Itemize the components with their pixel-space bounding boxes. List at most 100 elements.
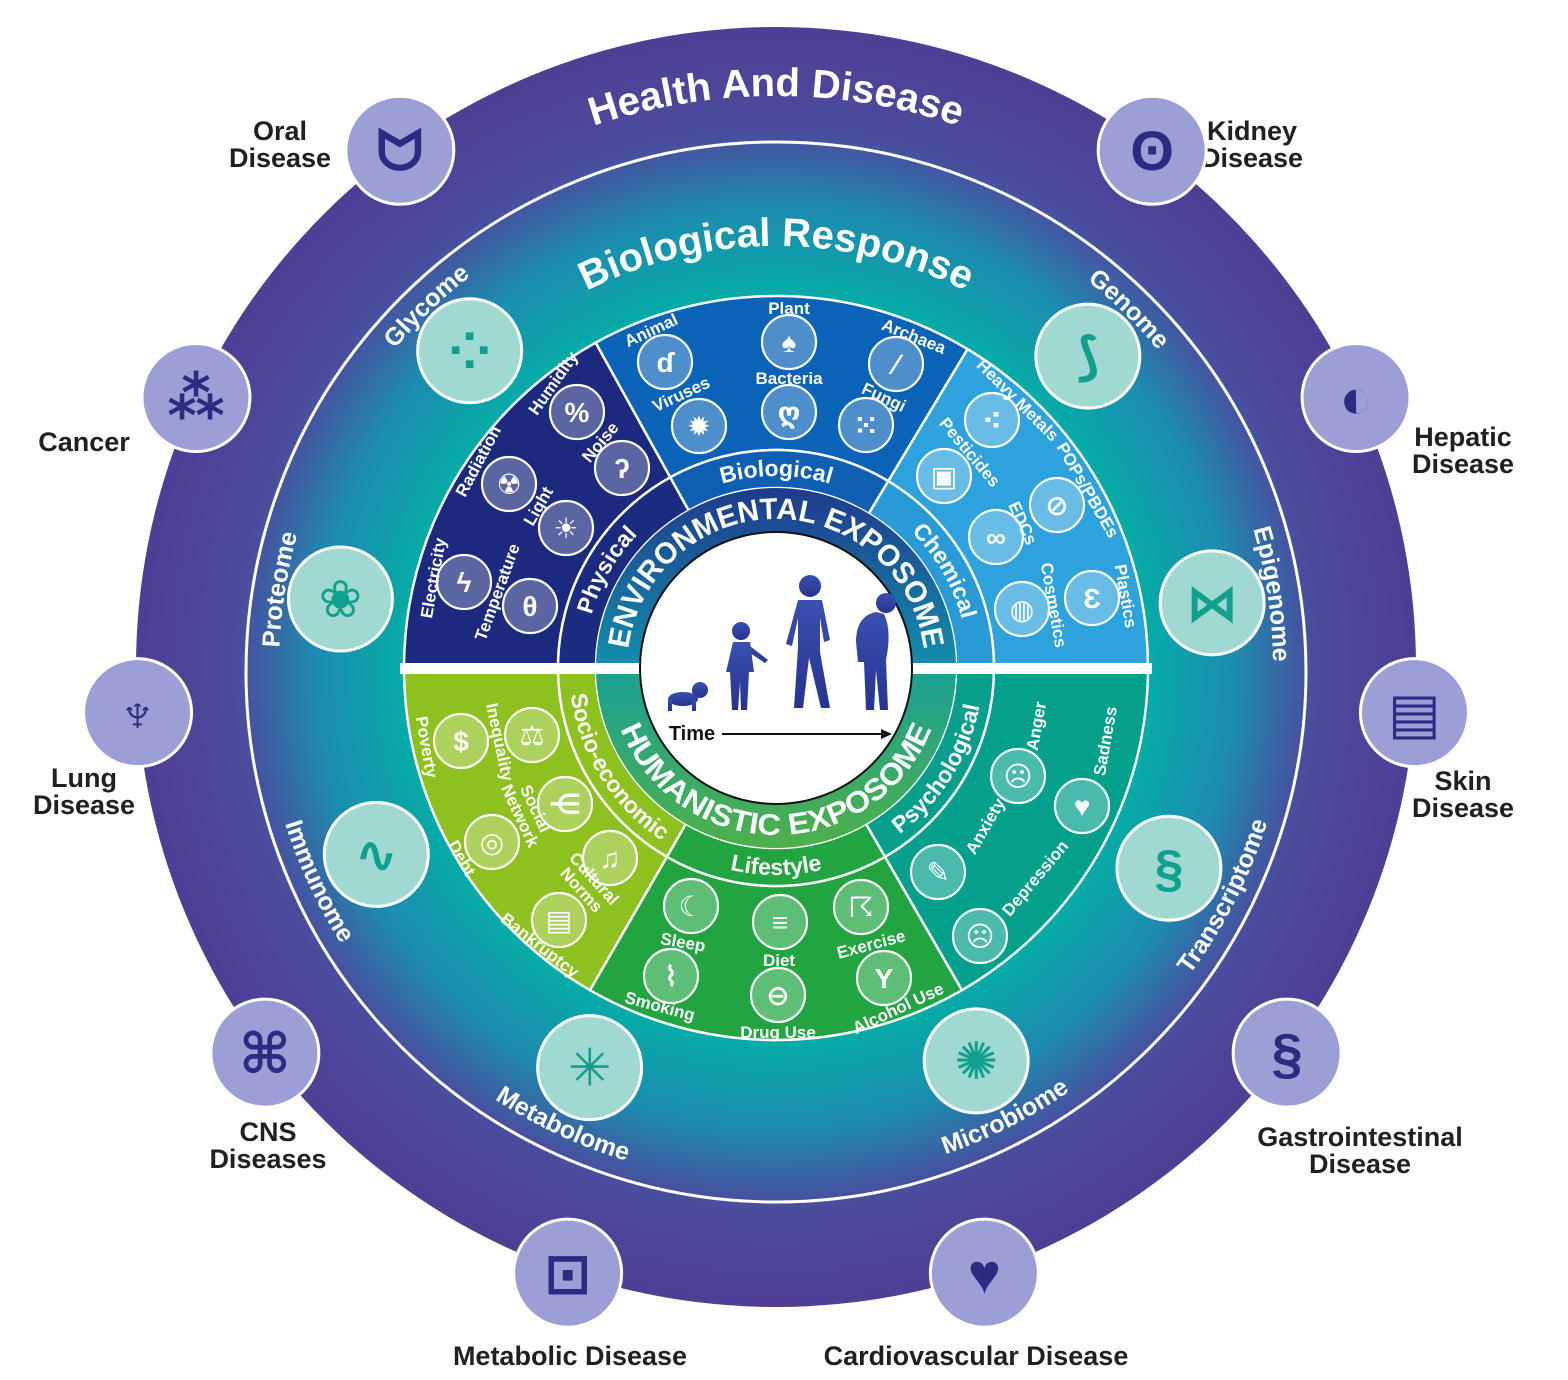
heart-icon: ♥ xyxy=(928,1217,1040,1329)
broken-heart-icon: ♥ xyxy=(1053,777,1111,835)
baby-silhouette xyxy=(668,682,708,711)
burger-icon: ≡ xyxy=(751,893,809,951)
svg-text:θ: θ xyxy=(522,591,537,622)
svg-text:⚖: ⚖ xyxy=(519,720,544,751)
lungs-icon: ♆ xyxy=(82,657,194,769)
svg-text:$: $ xyxy=(453,726,469,757)
cosmetics-icon: ◍ xyxy=(993,580,1051,638)
glucose-meter-icon: ⊡ xyxy=(512,1217,624,1329)
disease-label-line: Oral xyxy=(253,116,307,146)
disease-label-line: Kidney xyxy=(1207,116,1297,146)
virus-icon: ✹ xyxy=(670,397,728,455)
svg-text:Y: Y xyxy=(875,963,894,994)
disease-label-line: Disease xyxy=(1201,143,1303,173)
ear-icon: ʔ xyxy=(593,439,651,497)
svg-text:⁂: ⁂ xyxy=(167,367,224,430)
archaea-icon: ∕ xyxy=(867,335,925,393)
pesticide-icon: ▣ xyxy=(915,447,973,505)
angry-face-icon: ☹ xyxy=(989,747,1047,805)
svg-text:⊡: ⊡ xyxy=(544,1242,591,1305)
adult-silhouette xyxy=(786,575,830,708)
svg-text:ღ: ღ xyxy=(778,397,801,429)
thermometer-icon: θ xyxy=(501,577,559,635)
music-icon: ♫ xyxy=(581,829,639,887)
svg-text:≡: ≡ xyxy=(772,907,788,938)
disease-label-line: Disease xyxy=(1309,1149,1411,1179)
svg-text:§: § xyxy=(1154,840,1183,898)
svg-text:▤: ▤ xyxy=(1388,682,1441,745)
humidity-icon: % xyxy=(548,383,606,441)
time-arrow-icon xyxy=(722,729,892,739)
pill-icon: ⊖ xyxy=(749,966,807,1024)
anxiety-icon: ✎ xyxy=(909,843,967,901)
running-icon: ☈ xyxy=(832,878,890,936)
kidney-icon: ʘ xyxy=(1096,94,1208,206)
disease-label: Cardiovascular Disease xyxy=(824,1341,1129,1371)
svg-text:⁙: ⁙ xyxy=(854,410,877,441)
disease-label-line: CNS xyxy=(239,1117,296,1147)
moon-icon: ☾ xyxy=(662,877,720,935)
svg-text:∿: ∿ xyxy=(355,826,399,884)
svg-text:✳: ✳ xyxy=(568,1040,612,1098)
sad-face-icon: ☹ xyxy=(951,907,1009,965)
intestine-icon: § xyxy=(1231,997,1343,1109)
wine-glass-icon: Y xyxy=(855,949,913,1007)
svg-text:Ɛ: Ɛ xyxy=(1083,583,1101,614)
lightning-icon: ϟ xyxy=(435,553,493,611)
antibody-icon: ∿ xyxy=(322,800,430,908)
svg-text:☹: ☹ xyxy=(965,921,994,952)
category-label-lifestyle: Lifestyle xyxy=(729,849,824,880)
svg-text:⌘: ⌘ xyxy=(239,1022,291,1085)
disease-label-line: Gastrointestinal xyxy=(1257,1122,1463,1152)
bacteria-icon: ღ xyxy=(760,383,818,441)
svg-text:⋲: ⋲ xyxy=(549,789,581,820)
human-lifespan-silhouettes xyxy=(668,575,896,711)
disease-label-line: Disease xyxy=(229,143,331,173)
svg-text:♫: ♫ xyxy=(600,843,621,874)
svg-text:▣: ▣ xyxy=(931,461,957,492)
disease-label: Cancer xyxy=(38,427,130,457)
humanistic-exposome-ring xyxy=(596,668,956,848)
svg-text:♥: ♥ xyxy=(1074,791,1091,822)
lifestyle-label-band xyxy=(665,822,887,888)
svg-text:⋈: ⋈ xyxy=(1186,575,1238,633)
svg-text:✺: ✺ xyxy=(954,1033,998,1091)
cigarette-icon: ⌇ xyxy=(642,947,700,1005)
disease-label-line: Metabolic Disease xyxy=(453,1341,687,1371)
exposure-label: Drug Use xyxy=(740,1023,816,1042)
disease-label-line: Hepatic xyxy=(1414,422,1512,452)
disease-label: Metabolic Disease xyxy=(453,1341,687,1371)
methylation-icon: ⋈ xyxy=(1158,549,1266,657)
svg-text:◎: ◎ xyxy=(480,827,504,858)
svg-text:ʔ: ʔ xyxy=(614,453,630,484)
svg-text:⌇: ⌇ xyxy=(664,961,678,992)
protein-icon: ❀ xyxy=(286,545,394,653)
svg-text:⟆: ⟆ xyxy=(1076,328,1100,386)
svg-text:☾: ☾ xyxy=(678,891,703,922)
share-icon: ⋲ xyxy=(536,775,594,833)
category-label-lifestyle-text: Lifestyle xyxy=(729,849,824,880)
dna-icon: ⟆ xyxy=(1034,302,1142,410)
no-fire-icon: ⊘ xyxy=(1028,476,1086,534)
skin-icon: ▤ xyxy=(1358,657,1470,769)
svg-text:✹: ✹ xyxy=(687,411,710,442)
scales-icon: ⚖ xyxy=(503,706,561,764)
disease-label-line: Disease xyxy=(33,790,135,820)
exposure-label-line: Drug Use xyxy=(740,1023,816,1042)
svg-text:☢: ☢ xyxy=(496,469,521,500)
environmental-exposome-ring xyxy=(596,488,956,668)
svg-text:⊘: ⊘ xyxy=(1045,490,1068,521)
svg-text:%: % xyxy=(565,397,590,428)
svg-text:◐: ◐ xyxy=(1339,367,1373,430)
center-circle xyxy=(639,531,913,805)
exposure-label: Diet xyxy=(763,951,795,970)
dog-icon: ɗ xyxy=(636,333,694,391)
lightbulb-icon: ☀ xyxy=(537,499,595,557)
exposure-label-line: Plant xyxy=(768,299,810,318)
svg-text:ᗢ: ᗢ xyxy=(377,119,423,182)
disease-label-line: Skin xyxy=(1434,766,1491,796)
